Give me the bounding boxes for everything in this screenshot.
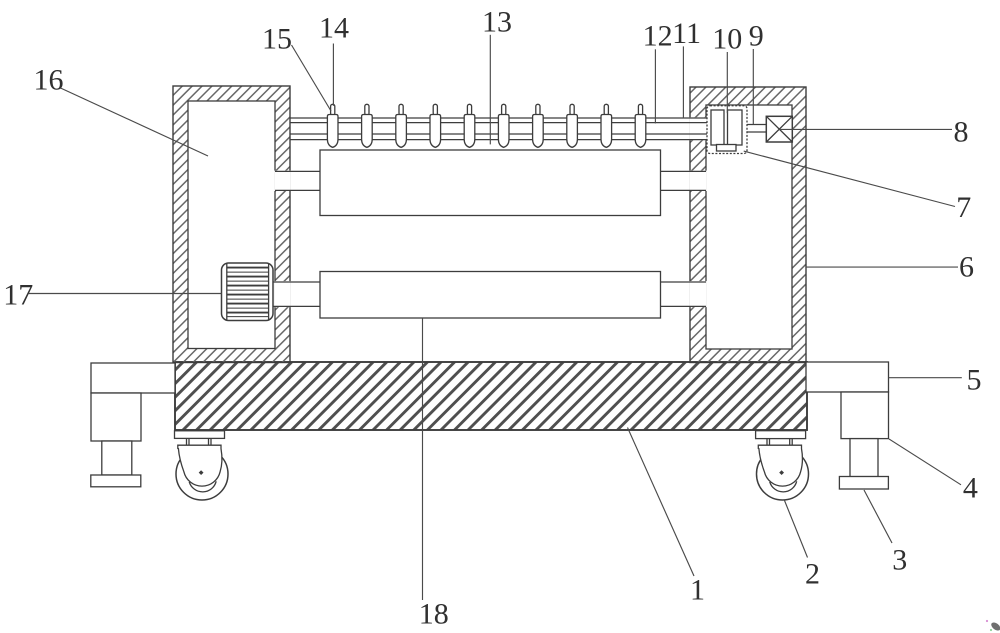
left-caster-plate <box>173 430 226 440</box>
right-caster-plate <box>754 430 807 440</box>
pump-foot <box>715 143 737 152</box>
leader-line-1 <box>626 427 695 577</box>
part-label-14: 14 <box>319 12 349 45</box>
motor-fins <box>226 266 269 314</box>
motor-fins-thin <box>226 271 269 318</box>
right-caster-fork <box>757 444 804 487</box>
left-foot-assembly <box>90 362 176 488</box>
left-caster <box>173 430 229 501</box>
motor-end-caps <box>226 263 270 320</box>
part-label-11: 11 <box>672 17 701 50</box>
leader-line-7 <box>743 150 956 208</box>
part-label-4: 4 <box>963 472 978 505</box>
part-label-15: 15 <box>262 23 292 56</box>
pump-unit <box>706 105 748 155</box>
nozzle-icon <box>429 103 442 149</box>
left-caster-axle-dot <box>198 470 204 476</box>
drive-motor <box>220 262 274 322</box>
leader-lines <box>28 34 962 600</box>
right-caster-legs <box>766 438 793 446</box>
leader-line-4 <box>888 438 962 486</box>
pump-inner-right <box>726 109 743 146</box>
part-label-1: 1 <box>690 574 705 607</box>
left-foot-plate <box>90 474 142 488</box>
leader-line-2 <box>783 500 809 558</box>
upper-roller-right-shaft <box>660 170 706 192</box>
right-bracket <box>805 361 890 393</box>
right-foot-assembly <box>805 361 890 490</box>
left-bracket <box>90 362 176 394</box>
nozzle-icon <box>360 103 373 149</box>
nozzle-icon <box>634 103 647 149</box>
upper-roller-assembly <box>275 149 706 217</box>
nozzle-icon <box>566 103 579 149</box>
right-caster <box>754 430 810 501</box>
left-caster-hub-arc <box>188 481 217 493</box>
right-foot-plate <box>838 475 890 490</box>
left-wall-gap-upper-shaft <box>274 170 291 191</box>
part-label-13: 13 <box>482 6 512 39</box>
lower-roller <box>319 270 662 319</box>
right-wall-gap-upper-shaft <box>689 170 707 191</box>
coupling-shaft <box>747 123 767 133</box>
part-label-12: 12 <box>643 20 673 53</box>
right-foot-block <box>840 391 890 440</box>
part-label-8: 8 <box>954 116 969 149</box>
upper-roller <box>319 149 662 217</box>
leader-line-15 <box>291 44 332 112</box>
part-label-2: 2 <box>805 558 820 591</box>
lower-roller-assembly <box>273 270 706 319</box>
right-foot-stem <box>849 437 879 478</box>
part-labels: 1 2 3 4 5 6 7 8 9 10 11 12 13 14 15 16 1… <box>3 6 981 631</box>
base-plate <box>174 361 808 431</box>
lower-roller-left-shaft <box>273 281 320 308</box>
part-label-17: 17 <box>3 279 33 312</box>
upper-roller-left-shaft <box>275 170 320 192</box>
nozzle-icon <box>497 103 510 149</box>
part-label-7: 7 <box>956 191 971 224</box>
left-foot-block <box>90 392 142 442</box>
right-wall-gap-lower-shaft <box>689 281 707 308</box>
part-label-3: 3 <box>892 544 907 577</box>
nozzle-icon <box>600 103 613 149</box>
left-wall-gap-motor-shaft <box>274 281 291 308</box>
nozzle-icon <box>326 103 339 149</box>
right-wall-gap-pipe <box>689 117 707 141</box>
nozzle-icon <box>463 103 476 149</box>
nozzle-icon <box>531 103 544 149</box>
lower-roller-right-shaft <box>660 281 706 308</box>
part-label-9: 9 <box>749 20 764 53</box>
part-label-10: 10 <box>712 23 742 56</box>
left-caster-legs <box>185 438 212 446</box>
nozzle-row <box>326 103 647 149</box>
right-caster-hub-arc <box>769 481 798 493</box>
left-foot-stem <box>101 440 133 476</box>
pump-inner-left <box>710 109 725 146</box>
part-label-16: 16 <box>34 64 64 97</box>
part-label-6: 6 <box>959 251 974 284</box>
corner-artifact <box>985 619 1000 632</box>
part-label-5: 5 <box>967 364 982 397</box>
left-caster-fork <box>177 444 223 487</box>
leader-line-3 <box>863 489 893 544</box>
part-label-18: 18 <box>419 598 449 631</box>
nozzle-icon <box>395 103 408 149</box>
leader-line-16 <box>59 87 209 157</box>
